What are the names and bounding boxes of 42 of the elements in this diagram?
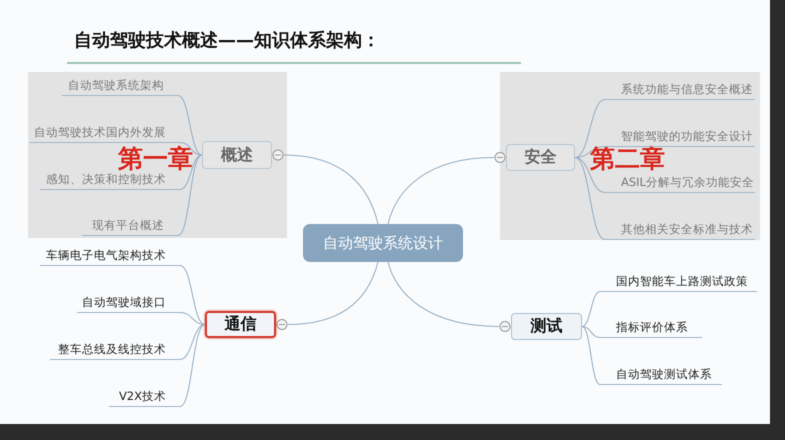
slide-title: 自动驾驶技术概述——知识体系架构： bbox=[74, 29, 380, 52]
branch-line bbox=[288, 262, 378, 325]
subtopic-label: 自动驾驶域接口 bbox=[77, 293, 180, 313]
subtopic-label: 智能驾驶的功能安全设计 bbox=[605, 127, 755, 147]
subtopic-label: 国内智能车上路测试政策 bbox=[600, 272, 757, 292]
subtopic-label: 自动驾驶技术国内外发展 bbox=[30, 123, 180, 143]
subtopic-label: 感知、决策和控制技术 bbox=[40, 170, 180, 190]
branch-line bbox=[582, 291, 600, 327]
branch-line bbox=[388, 262, 500, 327]
topic-box: 通信 bbox=[205, 311, 276, 338]
subtopic-label: V2X技术 bbox=[109, 387, 180, 407]
branch-line bbox=[180, 265, 206, 325]
branch-line bbox=[180, 324, 206, 407]
subtopic-label: ASIL分解与冗余功能安全 bbox=[605, 173, 755, 193]
branch-line bbox=[178, 154, 202, 236]
branch-line bbox=[180, 142, 202, 156]
subtopic-label: 自动驾驶系统架构 bbox=[62, 76, 178, 96]
topic-box: 概述 bbox=[202, 141, 272, 169]
branch-line bbox=[574, 99, 606, 158]
branch-line bbox=[582, 326, 600, 338]
branch-line bbox=[582, 326, 600, 385]
branch-line bbox=[388, 157, 494, 224]
subtopic-label: 整车总线及线控技术 bbox=[50, 340, 180, 360]
branch-line bbox=[180, 154, 202, 190]
branch-line bbox=[180, 312, 206, 325]
topic-box: 测试 bbox=[511, 313, 582, 340]
subtopic-label: 其他相关安全标准与技术 bbox=[605, 220, 755, 240]
topic-box: 安全 bbox=[506, 144, 575, 171]
branch-line bbox=[178, 95, 202, 156]
branch-line bbox=[574, 157, 606, 240]
chapter-panel bbox=[28, 72, 287, 238]
subtopic-label: 现有平台概述 bbox=[82, 216, 178, 236]
branch-line bbox=[180, 324, 206, 360]
subtopic-label: 自动驾驶测试体系 bbox=[600, 365, 722, 385]
subtopic-label: 系统功能与信息安全概述 bbox=[605, 80, 755, 100]
central-topic-box: 自动驾驶系统设计 bbox=[303, 224, 463, 262]
branch-line bbox=[574, 146, 606, 158]
branch-line bbox=[574, 157, 606, 193]
subtopic-label: 车辆电子电气架构技术 bbox=[40, 246, 180, 266]
chapter-panel bbox=[500, 72, 760, 240]
subtopic-label: 指标评价体系 bbox=[600, 318, 702, 338]
branch-line bbox=[284, 154, 378, 224]
